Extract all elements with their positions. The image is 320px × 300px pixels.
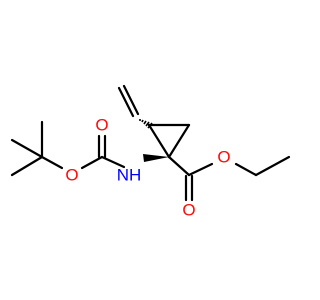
vinyl-double-bond-a xyxy=(117,86,135,118)
ester-o-ch2 xyxy=(234,162,258,177)
carbamate-n-c-bond xyxy=(100,155,126,169)
atom-label-o-carbonyl-ester: O xyxy=(182,200,195,219)
wedge-bond-nh xyxy=(143,154,169,162)
atom-label-o-ether-boc: O xyxy=(65,165,78,184)
ester-c-c-bond xyxy=(167,155,191,177)
ethyl-ch2-ch3 xyxy=(254,155,291,177)
ester-c-o-single xyxy=(187,162,214,177)
ester-group xyxy=(167,155,291,202)
ring-bond-right xyxy=(167,123,191,159)
atom-label-o-carbonyl-boc: O xyxy=(95,115,108,134)
atom-label-nh: NH xyxy=(117,165,142,184)
atom-label-o-ether-ester: O xyxy=(217,147,230,166)
molecule-structure: O O NH O O xyxy=(10,84,291,219)
tbu-o-c-bond xyxy=(40,155,64,170)
tbu-methyl-left xyxy=(10,138,44,159)
atom-labels: O O NH O O xyxy=(65,115,230,219)
cyclopropane-ring xyxy=(147,123,191,159)
vinyl-group xyxy=(117,84,140,118)
boc-group xyxy=(10,120,126,177)
carbamate-c-o-single xyxy=(80,155,104,170)
vinyl-double-bond-b xyxy=(122,84,140,116)
ring-bond-left xyxy=(147,123,171,159)
tbu-methyl-bottom xyxy=(10,155,44,177)
